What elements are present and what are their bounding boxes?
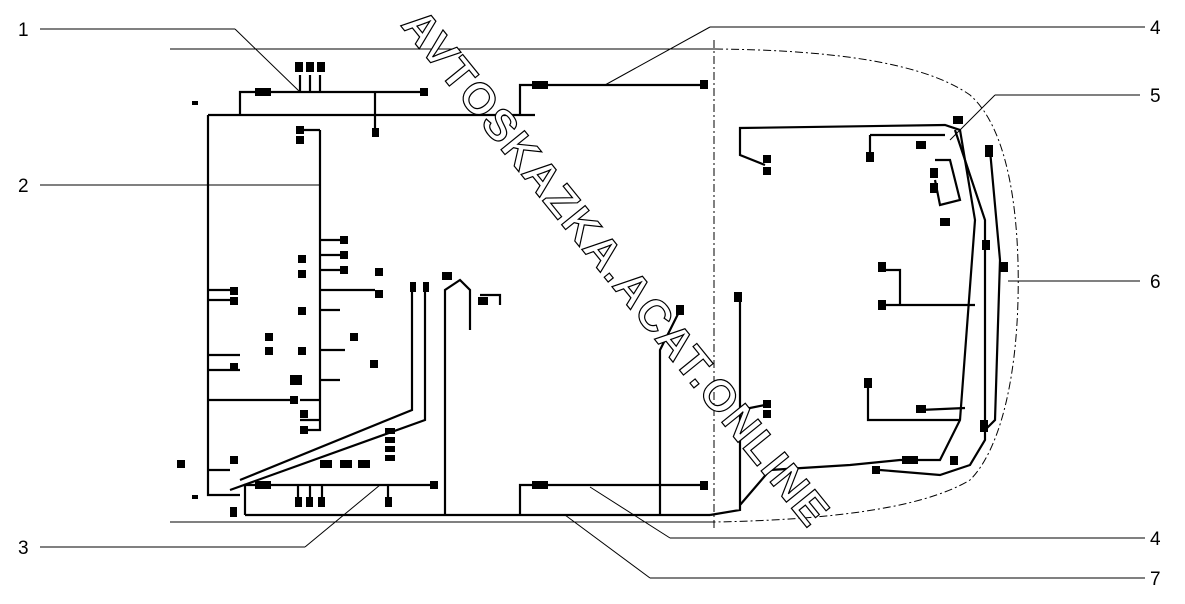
- callout-7: 7: [1150, 569, 1161, 590]
- watermark: AVTOSKAZKA.ACAT.ONLINE: [392, 0, 839, 536]
- callout-2: 2: [18, 176, 29, 197]
- callout-4-top: 4: [1150, 18, 1161, 39]
- connectors: [177, 62, 1008, 517]
- callout-3: 3: [18, 538, 29, 559]
- callout-4-bottom: 4: [1150, 529, 1161, 550]
- vehicle-outline: [170, 40, 1019, 530]
- leader-lines: [40, 26, 1145, 579]
- harness-wires: [206, 75, 1002, 517]
- callout-6: 6: [1150, 272, 1161, 293]
- callout-5: 5: [1150, 86, 1161, 107]
- callout-1: 1: [18, 20, 29, 41]
